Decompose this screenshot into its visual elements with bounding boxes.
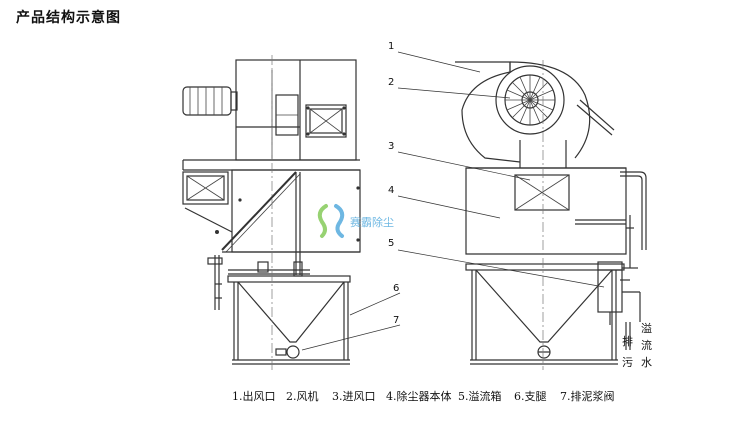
callout-numbers: 1 2 3 4 5 6 7 — [388, 41, 399, 326]
overflow-tank — [597, 255, 641, 350]
hopper-right — [465, 263, 625, 365]
page-title: 产品结构示意图 — [16, 10, 121, 26]
callout-7: 7 — [393, 315, 399, 326]
callout-1: 1 — [388, 41, 394, 52]
callout-2: 2 — [388, 77, 394, 88]
leader-lines — [301, 51, 605, 351]
legend: 1.出风口 2.风机 3.进风口 4.除尘器本体 5.溢流箱 6.支腿 7.排泥… — [232, 389, 615, 403]
fan-housing — [235, 59, 357, 161]
callout-4: 4 — [388, 185, 394, 196]
logo-text: 赛霸除尘 — [350, 215, 394, 229]
legend-item-6: 6.支腿 — [514, 390, 547, 403]
callout-6: 6 — [393, 283, 399, 294]
left-view — [182, 55, 361, 370]
legend-item-5: 5.溢流箱 — [458, 389, 502, 403]
legend-item-1: 1.出风口 — [232, 389, 276, 403]
collector-body-right — [465, 140, 647, 255]
drain-labels: 排 污 溢 流 水 — [622, 321, 652, 369]
legend-item-2: 2.风机 — [286, 389, 319, 403]
overflow-label-char-2: 流 — [641, 338, 652, 352]
sewage-label-char-2: 污 — [622, 356, 633, 369]
sewage-label-char-1: 排 — [622, 334, 633, 348]
watermark-logo: 赛霸除尘 — [317, 204, 394, 238]
legend-item-4: 4.除尘器本体 — [386, 389, 452, 403]
hopper-left — [222, 251, 360, 365]
overflow-label-char-3: 水 — [641, 356, 652, 369]
fan-scroll — [455, 61, 615, 163]
callout-3: 3 — [388, 141, 394, 152]
motor — [182, 86, 238, 116]
right-view — [455, 60, 647, 370]
legend-item-7: 7.排泥浆阀 — [560, 389, 615, 403]
collector-body-left — [182, 169, 361, 310]
callout-5: 5 — [388, 238, 394, 249]
legend-item-3: 3.进风口 — [332, 390, 376, 403]
overflow-label-char-1: 溢 — [641, 321, 652, 335]
